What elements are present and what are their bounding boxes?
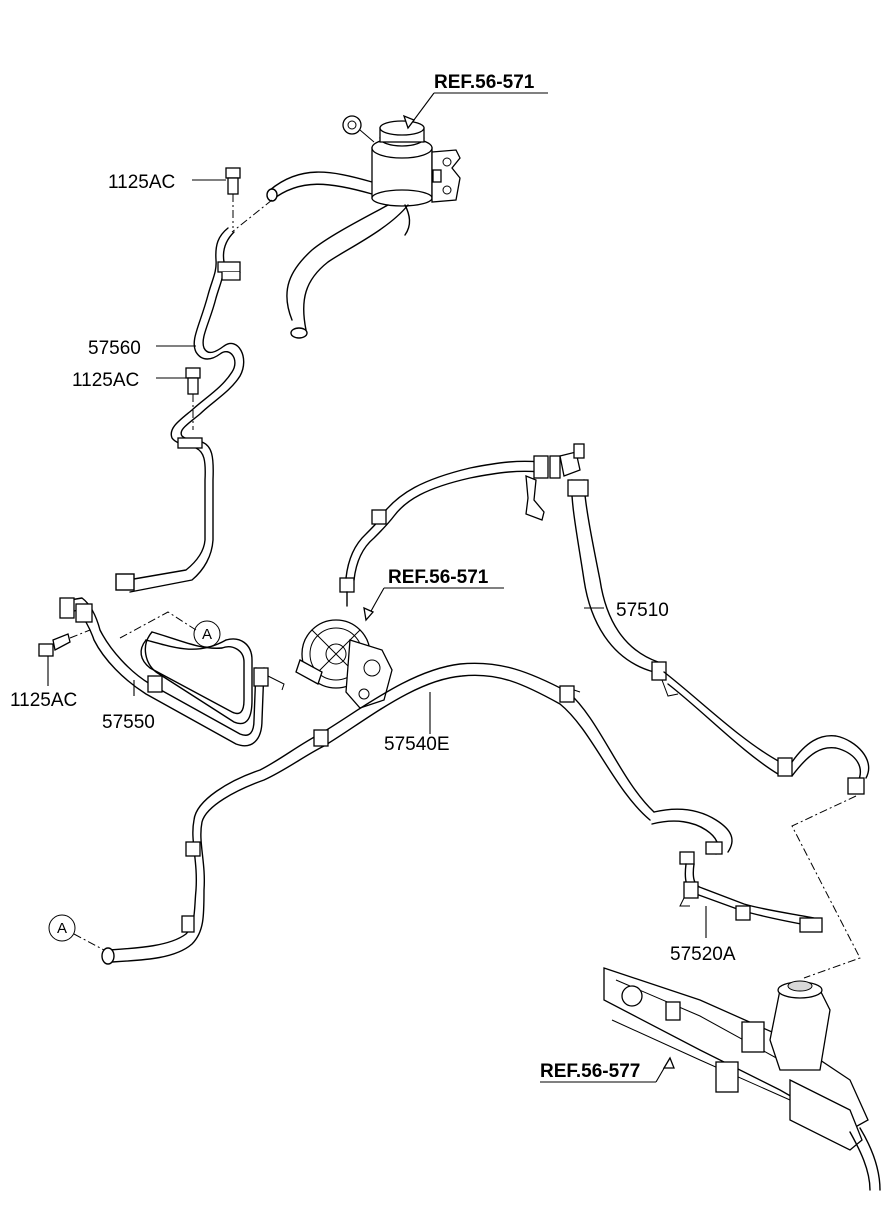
callout-a-lower-letter: A <box>57 920 67 937</box>
bolt-top <box>225 167 241 228</box>
pump <box>295 577 393 709</box>
bolt-mid <box>185 367 201 430</box>
callout-a-lower: A <box>48 914 105 951</box>
bolt-left <box>38 629 91 657</box>
reservoir <box>266 115 461 339</box>
return-hose-57540E <box>101 662 733 965</box>
callout-a-upper: A <box>193 620 221 648</box>
label-pressure-tube-57520A: 57520A <box>670 944 736 965</box>
cooler-57550 <box>59 597 285 747</box>
ref-label-reservoir: REF.56-571 <box>434 72 535 93</box>
pressure-hose-57510 <box>345 443 870 979</box>
label-pressure-hose-57510: 57510 <box>616 600 669 621</box>
label-bolt-top: 1125AC <box>108 172 175 193</box>
return-tube-57560 <box>115 199 273 593</box>
ref-label-pump: REF.56-571 <box>388 567 489 588</box>
pressure-tube-57520A <box>679 851 823 933</box>
label-bolt-left: 1125AC <box>10 690 77 711</box>
leader-lines <box>47 92 707 1083</box>
label-bolt-mid: 1125AC <box>72 370 139 391</box>
label-return-hose-57540E: 57540E <box>384 734 450 755</box>
steering-gear <box>603 967 881 1191</box>
label-cooler-57550: 57550 <box>102 712 155 733</box>
callout-a-upper-letter: A <box>202 626 212 643</box>
label-return-tube-57560: 57560 <box>88 338 141 359</box>
ref-label-gear: REF.56-577 <box>540 1061 640 1082</box>
